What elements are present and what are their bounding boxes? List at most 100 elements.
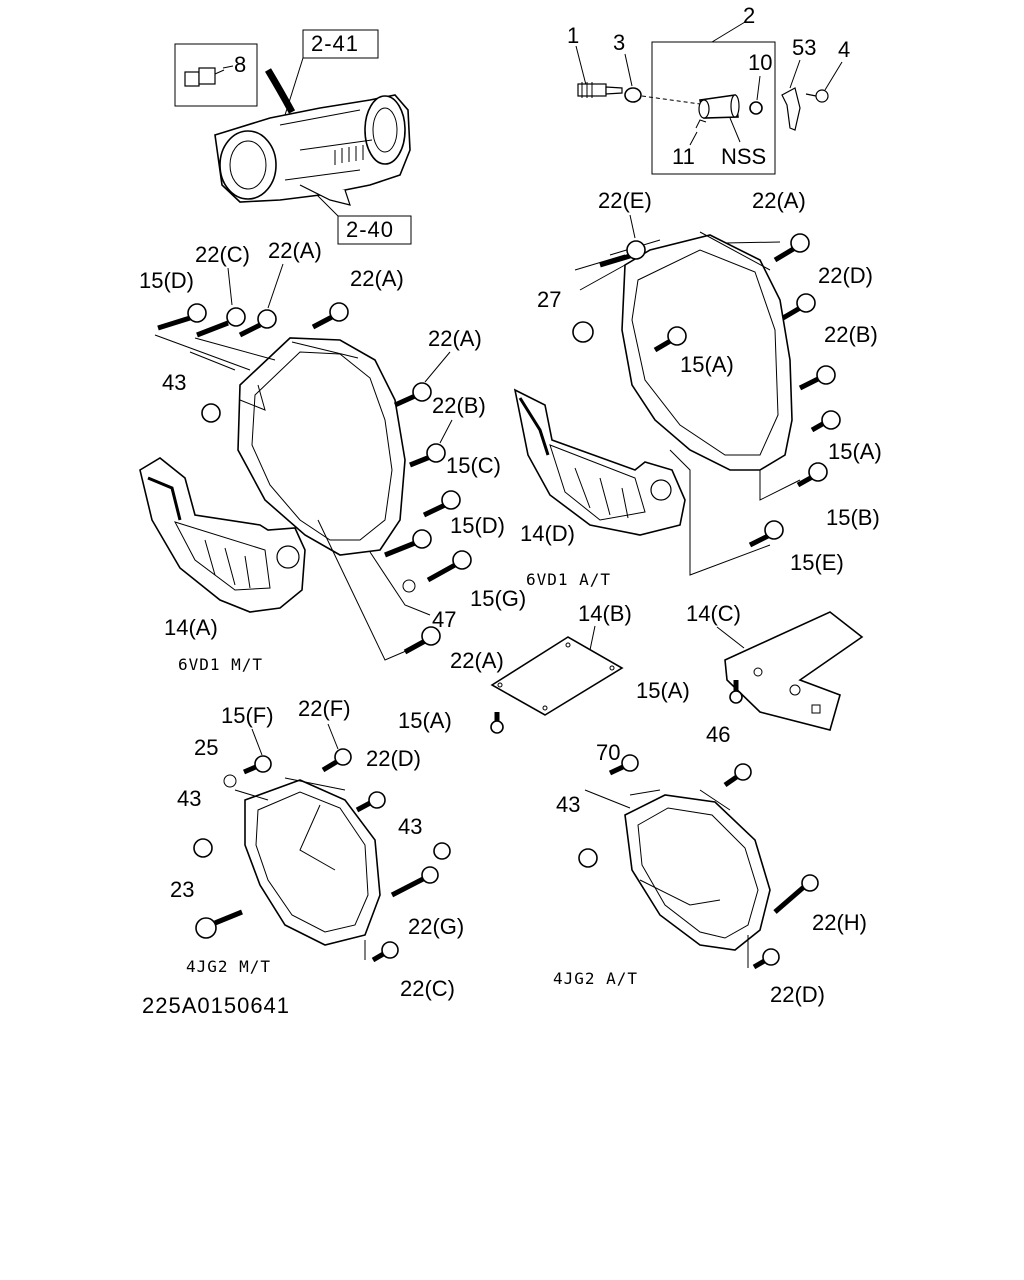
caption-6vd1-at: 6VD1 A/T: [526, 570, 611, 589]
label-22a-2: 22(A): [350, 266, 404, 291]
label-43: 43: [162, 370, 186, 395]
label-23: 23: [170, 877, 194, 902]
nut-43-a-icon: [193, 838, 213, 858]
bolt-22a-2-icon: [311, 302, 349, 330]
label-22b: 22(B): [432, 393, 486, 418]
label-43-at: 43: [556, 792, 580, 817]
label-15e: 15(E): [790, 550, 844, 575]
label-46: 46: [706, 722, 730, 747]
part-2-box: [651, 41, 776, 175]
bolt-22c-icon: [196, 307, 246, 338]
plate-14b-icon: [490, 636, 624, 716]
label-22a-4: 22(A): [450, 648, 504, 673]
plates: 14(B) 15(A) 14(C) 15(A): [398, 601, 864, 734]
bolt-22d-icon: [355, 791, 386, 813]
bolt-15c-icon: [422, 490, 461, 518]
nut-icon: [749, 101, 763, 115]
nut-43-at-icon: [578, 848, 598, 868]
bolt-15d-2-icon: [384, 529, 432, 558]
label-22d: 22(D): [366, 746, 421, 771]
label-14b: 14(B): [578, 601, 632, 626]
label-22c: 22(C): [195, 242, 250, 267]
label-25: 25: [194, 735, 218, 760]
ref-2-40: 2-40: [346, 217, 394, 242]
label-22a-3: 22(A): [428, 326, 482, 351]
label-15a-inner: 15(A): [680, 352, 734, 377]
bolt-22h-icon: [773, 874, 819, 914]
bolt-15f-icon: [243, 755, 272, 775]
bolt-22d-right-icon: [781, 293, 816, 321]
label-15d-2: 15(D): [450, 513, 505, 538]
bolt-70-icon: [608, 754, 639, 776]
label-15c: 15(C): [446, 453, 501, 478]
bolt-15g-icon: [426, 550, 472, 583]
bolt-22g-icon: [390, 866, 439, 898]
label-22h: 22(H): [812, 910, 867, 935]
bolt-15a-inner-icon: [653, 326, 687, 353]
bolt-22a-icon: [773, 233, 810, 263]
label-15g: 15(G): [470, 586, 526, 611]
sensor-gear-icon: [577, 82, 623, 98]
cover-4jg2-at: 70 46 43 22(H) 22(D) 4JG2 A/T: [553, 722, 867, 1007]
bolt-22e-icon: [599, 240, 646, 268]
label-22c-lower: 22(C): [400, 976, 455, 1001]
label-14a: 14(A): [164, 615, 218, 640]
cover-6vd1-at: 22(E) 22(A) 22(D) 27 15(A) 22(B) 15(A) 1…: [513, 188, 882, 589]
label-43-a: 43: [177, 786, 201, 811]
label-15f: 15(F): [221, 703, 274, 728]
bolt-46-icon: [723, 763, 752, 788]
washer-47-icon: [402, 579, 416, 593]
bolt-15e-icon: [748, 520, 784, 548]
label-22d-right: 22(D): [818, 263, 873, 288]
washer-25-icon: [223, 774, 237, 788]
caption-6vd1-mt: 6VD1 M/T: [178, 655, 263, 674]
label-27: 27: [537, 287, 561, 312]
ref-box-2-40: [337, 215, 412, 245]
label-10: 10: [748, 50, 772, 75]
bolt-15b-icon: [796, 462, 828, 488]
diagram-code: 225A0150641: [142, 993, 290, 1018]
label-22g: 22(G): [408, 914, 464, 939]
bolt-22a-1-icon: [238, 309, 277, 338]
label-22a-1: 22(A): [268, 238, 322, 263]
transmission-body: [214, 94, 411, 206]
bolt-22a-4-icon: [403, 626, 441, 655]
cover-14d-icon: [513, 388, 686, 536]
ref-2-41: 2-41: [311, 31, 359, 56]
bolt-15a-right-icon: [810, 410, 841, 433]
label-14d: 14(D): [520, 521, 575, 546]
label-1: 1: [567, 23, 579, 48]
bolt-15d-icon: [157, 303, 207, 331]
cover-14a-icon: [139, 457, 306, 613]
connector-icon: [184, 67, 225, 87]
label-15a-plate-b: 15(A): [398, 708, 452, 733]
ref-box-2-41: [302, 29, 379, 59]
label-53: 53: [792, 35, 816, 60]
label-70: 70: [596, 740, 620, 765]
part-8-box: [174, 43, 258, 107]
bolt-15a-plate-c-icon: [729, 680, 743, 704]
label-43-b: 43: [398, 814, 422, 839]
bracket-icon: [781, 87, 801, 131]
label-22a-top: 22(A): [752, 188, 806, 213]
cover-6vd1-mt: 15(D) 22(C) 22(A) 22(A) 43 22(A) 22(B) 1…: [139, 238, 526, 674]
bolt-22a-3-icon: [393, 382, 432, 408]
cover-4jg2-mt: 15(F) 25 22(F) 22(D) 43 43 22(G) 23 22(C…: [170, 696, 464, 1001]
bolt-22b-right-icon: [798, 365, 836, 391]
label-22f: 22(F): [298, 696, 351, 721]
o-ring-icon: [624, 87, 642, 103]
caption-4jg2-mt: 4JG2 M/T: [186, 957, 271, 976]
label-14c: 14(C): [686, 601, 741, 626]
label-11: 11: [672, 144, 695, 169]
label-22d-at: 22(D): [770, 982, 825, 1007]
label-22e: 22(E): [598, 188, 652, 213]
bolt-23-icon: [195, 909, 243, 939]
transmission-assembly: 8 2-41 2-40: [174, 29, 412, 245]
label-15b: 15(B): [826, 505, 880, 530]
label-22b-right: 22(B): [824, 322, 878, 347]
bolt-22c-lower-icon: [371, 941, 399, 963]
bolt-22b-icon: [409, 443, 446, 468]
label-8: 8: [234, 52, 246, 77]
bolt-22d-at-icon: [752, 948, 780, 970]
